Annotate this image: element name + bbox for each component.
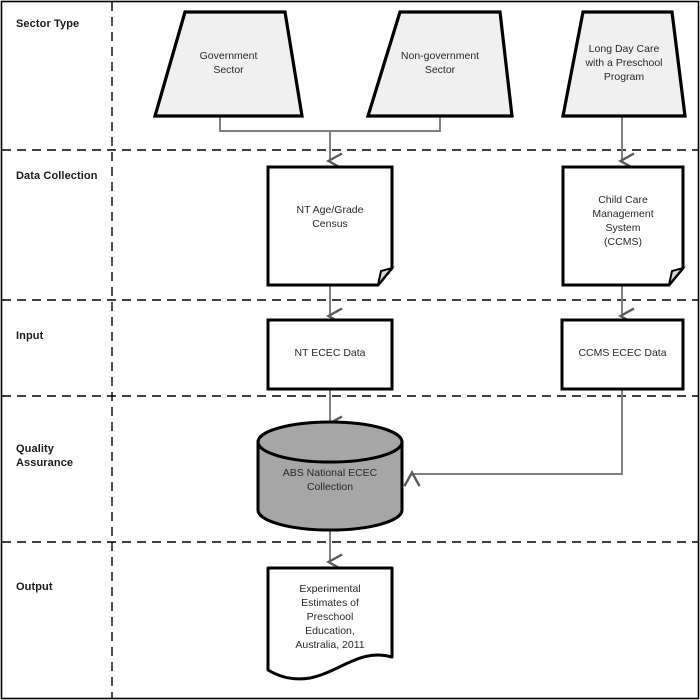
swimlane-label-quality-assurance: Quality Assurance — [16, 443, 74, 469]
node-long-day-care[interactable] — [561, 10, 687, 118]
node-label-experimental-estimates: Experimental Estimates of Preschool Educ… — [295, 583, 365, 651]
swimlane-label-input: Input — [16, 330, 44, 342]
node-label-ccms: Child Care Management System (CCMS) — [592, 194, 654, 248]
node-government-sector[interactable] — [152, 10, 304, 118]
swimlane-dividers — [2, 149, 698, 543]
nt-census-folded-corner-icon — [377, 266, 395, 286]
node-ccms-ecec-data[interactable] — [560, 318, 685, 391]
connector-nongovernment-to-census — [330, 117, 441, 132]
abs-cylinder-body — [256, 440, 404, 532]
node-non-government-sector[interactable] — [365, 10, 514, 118]
node-nt-ecec-data[interactable] — [266, 318, 394, 391]
node-label-nt-ecec-data: NT ECEC Data — [294, 347, 366, 360]
node-abs-national-ecec-collection[interactable] — [256, 420, 404, 532]
connector-government-to-census — [219, 117, 330, 132]
node-label-government-sector: Government Sector — [199, 50, 258, 76]
node-label-long-day-care: Long Day Care with a Preschool Program — [585, 43, 663, 83]
node-label-non-government-sector: Non-government Sector — [400, 50, 480, 76]
node-label-abs-national-ecec-collection: ABS National ECEC Collection — [282, 467, 378, 493]
swimlane-label-sector-type: Sector Type — [16, 18, 80, 30]
swimlane-label-output: Output — [16, 581, 53, 593]
ccms-folded-corner-icon — [668, 266, 686, 286]
node-experimental-estimates[interactable] — [266, 566, 394, 681]
connector-ccmsecec-to-abs — [403, 389, 623, 487]
abs-cylinder-top — [256, 420, 404, 464]
swimlane-label-data-collection: Data Collection — [16, 170, 98, 182]
connectors — [219, 117, 635, 571]
node-label-nt-age-grade-census: NT Age/Grade Census — [296, 204, 364, 230]
node-label-ccms-ecec-data: CCMS ECEC Data — [578, 347, 667, 360]
